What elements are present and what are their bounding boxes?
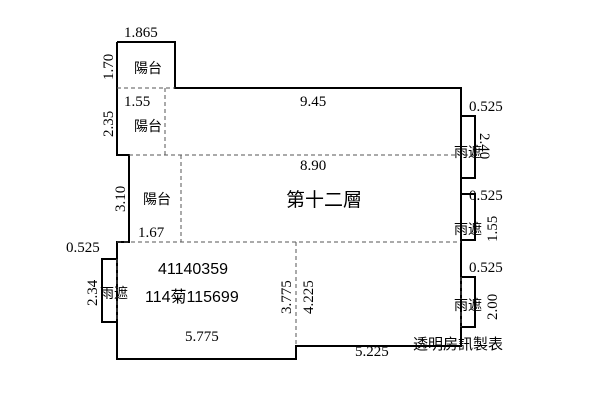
dim-left-balcony-height: 3.10: [113, 186, 129, 212]
lot-number-line-1: 41140359: [158, 261, 228, 278]
dim-bottom-right-wall: 5.225: [355, 344, 389, 360]
canopy-right-1-label: 雨遮: [454, 145, 482, 161]
right-canopy-1-outline: [461, 115, 476, 179]
dim-step-right: 4.225: [301, 280, 317, 314]
dim-mid-balcony-width: 1.55: [124, 94, 150, 110]
dim-mid-balcony-height: 2.35: [101, 111, 117, 137]
dim-upper-wall: 9.45: [300, 94, 326, 110]
dim-left-canopy-depth: 0.525: [66, 240, 100, 256]
dim-step-left: 3.775: [279, 280, 295, 314]
dim-right-canopy-1-depth: 0.525: [469, 99, 503, 115]
dim-right-canopy-3-depth: 0.525: [469, 260, 503, 276]
right-canopy-2-outline: [461, 193, 476, 241]
canopy-right-2-label: 雨遮: [454, 222, 482, 238]
dim-bottom-left-wall: 5.775: [185, 329, 219, 345]
lot-number-line-2: 114菊115699: [145, 288, 239, 306]
credit-text: 透明房訊製表: [413, 335, 503, 353]
left-canopy-outline: [101, 258, 117, 323]
balcony-mid-label: 陽台: [134, 119, 162, 135]
balcony-top-label: 陽台: [134, 61, 162, 77]
right-canopy-3-outline: [461, 276, 476, 328]
dim-main-width: 8.90: [300, 158, 326, 174]
dim-right-canopy-3-len: 2.00: [485, 294, 501, 320]
balcony-left-label: 陽台: [143, 192, 171, 208]
dim-top-balcony-width: 1.865: [124, 25, 158, 41]
canopy-left-label: 雨遮: [100, 286, 128, 302]
dim-left-canopy-len: 2.34: [85, 279, 101, 306]
canopy-right-3-label: 雨遮: [454, 298, 482, 314]
floor-title: 第十二層: [286, 189, 362, 211]
dim-right-canopy-2-depth: 0.525: [469, 188, 503, 204]
dim-right-canopy-1-len: 2.40: [476, 133, 492, 159]
dim-top-balcony-height: 1.70: [101, 54, 117, 80]
dim-left-balcony-width: 1.67: [138, 225, 165, 241]
dim-right-canopy-2-len: 1.55: [485, 216, 501, 242]
